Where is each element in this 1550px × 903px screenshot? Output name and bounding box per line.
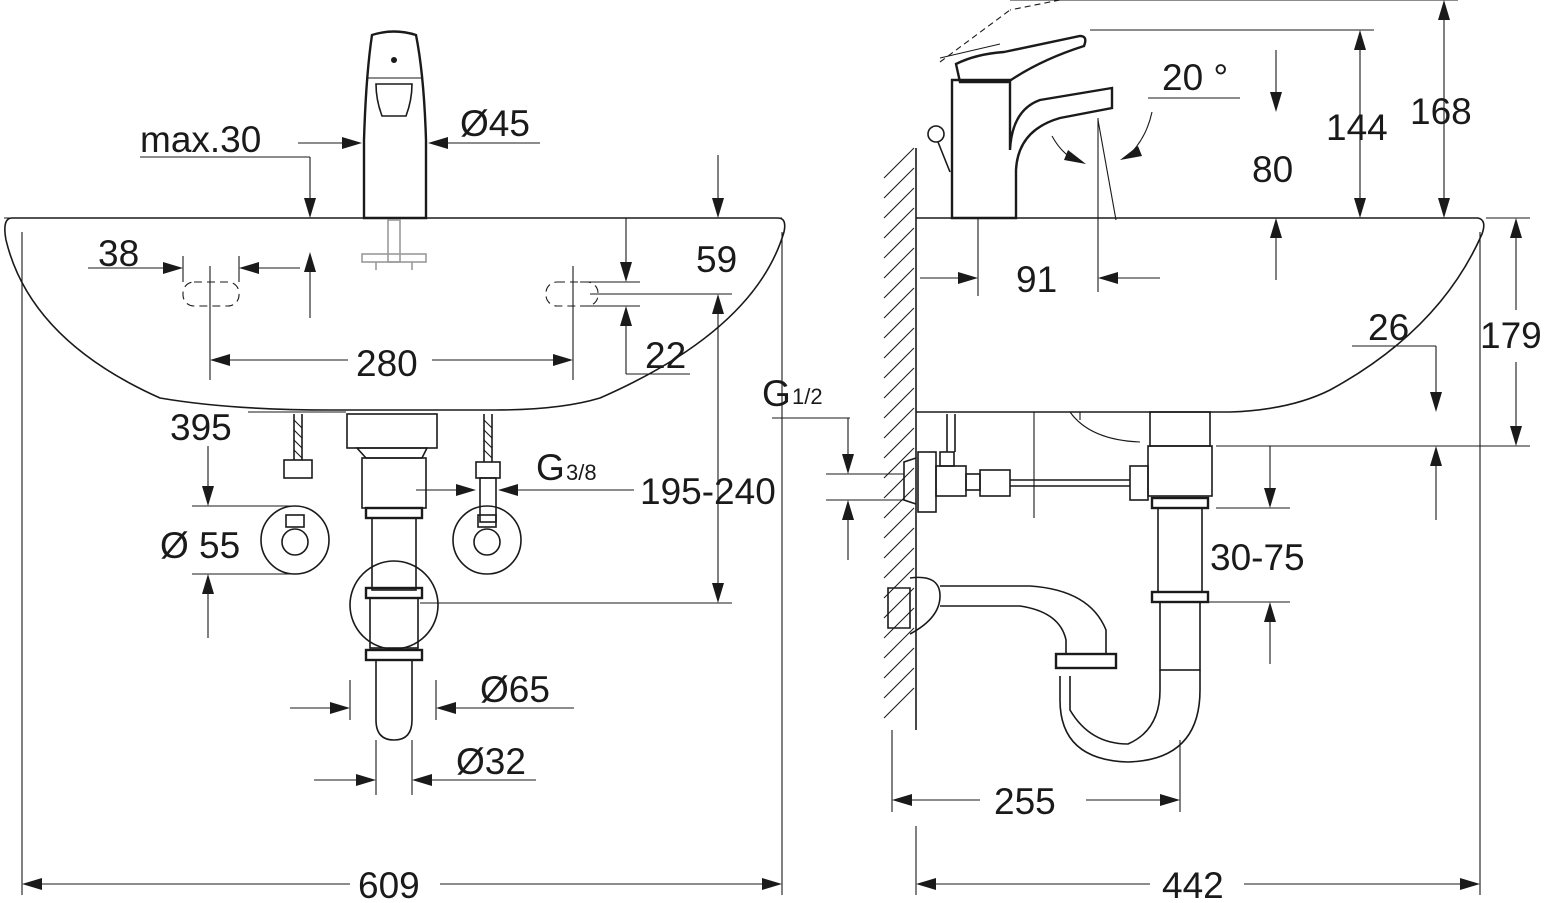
label-basin-projection: 442 <box>1162 865 1224 903</box>
label-basin-width: 609 <box>358 865 420 903</box>
rosette-left <box>260 505 330 575</box>
label-spout-angle: 20 ° <box>1162 57 1228 98</box>
label-spout-clearance: 80 <box>1252 149 1293 190</box>
mounting-hardware <box>361 219 427 270</box>
label-drain-diameter: Ø32 <box>456 741 526 782</box>
faucet-body-front <box>362 30 428 220</box>
tap-hole-left <box>182 266 240 380</box>
front-view: max.30 Ø45 38 59 280 22 395 G 3/8 195-24… <box>4 30 786 903</box>
label-basin-depth-top: 59 <box>696 239 737 280</box>
label-tap-hole-offset: 38 <box>98 233 139 274</box>
label-overflow-offset: 26 <box>1368 307 1409 348</box>
label-basin-profile-height: 179 <box>1480 315 1542 356</box>
label-tailpiece-range: 30-75 <box>1210 537 1305 578</box>
faucet-aerator-front <box>375 83 413 117</box>
label-basin-height: 395 <box>170 407 232 448</box>
label-siphon-wall-distance: 255 <box>994 781 1056 822</box>
faucet-logo-dot <box>391 57 397 63</box>
basin-side-outline <box>916 217 1485 413</box>
label-supply-thread: G <box>536 447 565 488</box>
supply-hose-left <box>283 414 313 479</box>
label-tap-hole-spacing: 280 <box>356 343 418 384</box>
basin-front-outline <box>4 217 786 411</box>
label-spout-reach: 91 <box>1016 259 1057 300</box>
label-angle-valve-thread-fraction: 1/2 <box>792 384 823 409</box>
wall-hatching <box>883 147 917 730</box>
side-dimension-lines <box>772 0 1530 895</box>
label-supply-thread-fraction: 3/8 <box>566 460 597 485</box>
label-faucet-height: 168 <box>1410 91 1472 132</box>
side-view: 20 ° 168 144 80 91 26 179 G 1/2 30-75 25… <box>762 0 1542 903</box>
basin-bowl-underside <box>1069 411 1141 443</box>
angle-valve <box>903 412 1130 518</box>
supply-hose-right <box>475 414 501 523</box>
label-angle-valve-thread: G <box>762 373 791 414</box>
siphon-side <box>887 411 1213 763</box>
label-siphon-range: 195-240 <box>640 471 776 512</box>
tap-hole-right <box>545 266 599 380</box>
label-faucet-diameter: Ø45 <box>460 103 530 144</box>
faucet-side <box>927 0 1114 220</box>
label-max-30: max.30 <box>140 119 261 160</box>
label-rosette-diameter: Ø 55 <box>160 525 240 566</box>
label-tap-hole-height: 22 <box>645 335 686 376</box>
label-spout-height: 144 <box>1326 107 1388 148</box>
front-dimension-lines <box>21 137 783 895</box>
label-siphon-diameter: Ø65 <box>480 669 550 710</box>
rosette-right <box>452 505 522 575</box>
siphon-front <box>346 413 439 741</box>
